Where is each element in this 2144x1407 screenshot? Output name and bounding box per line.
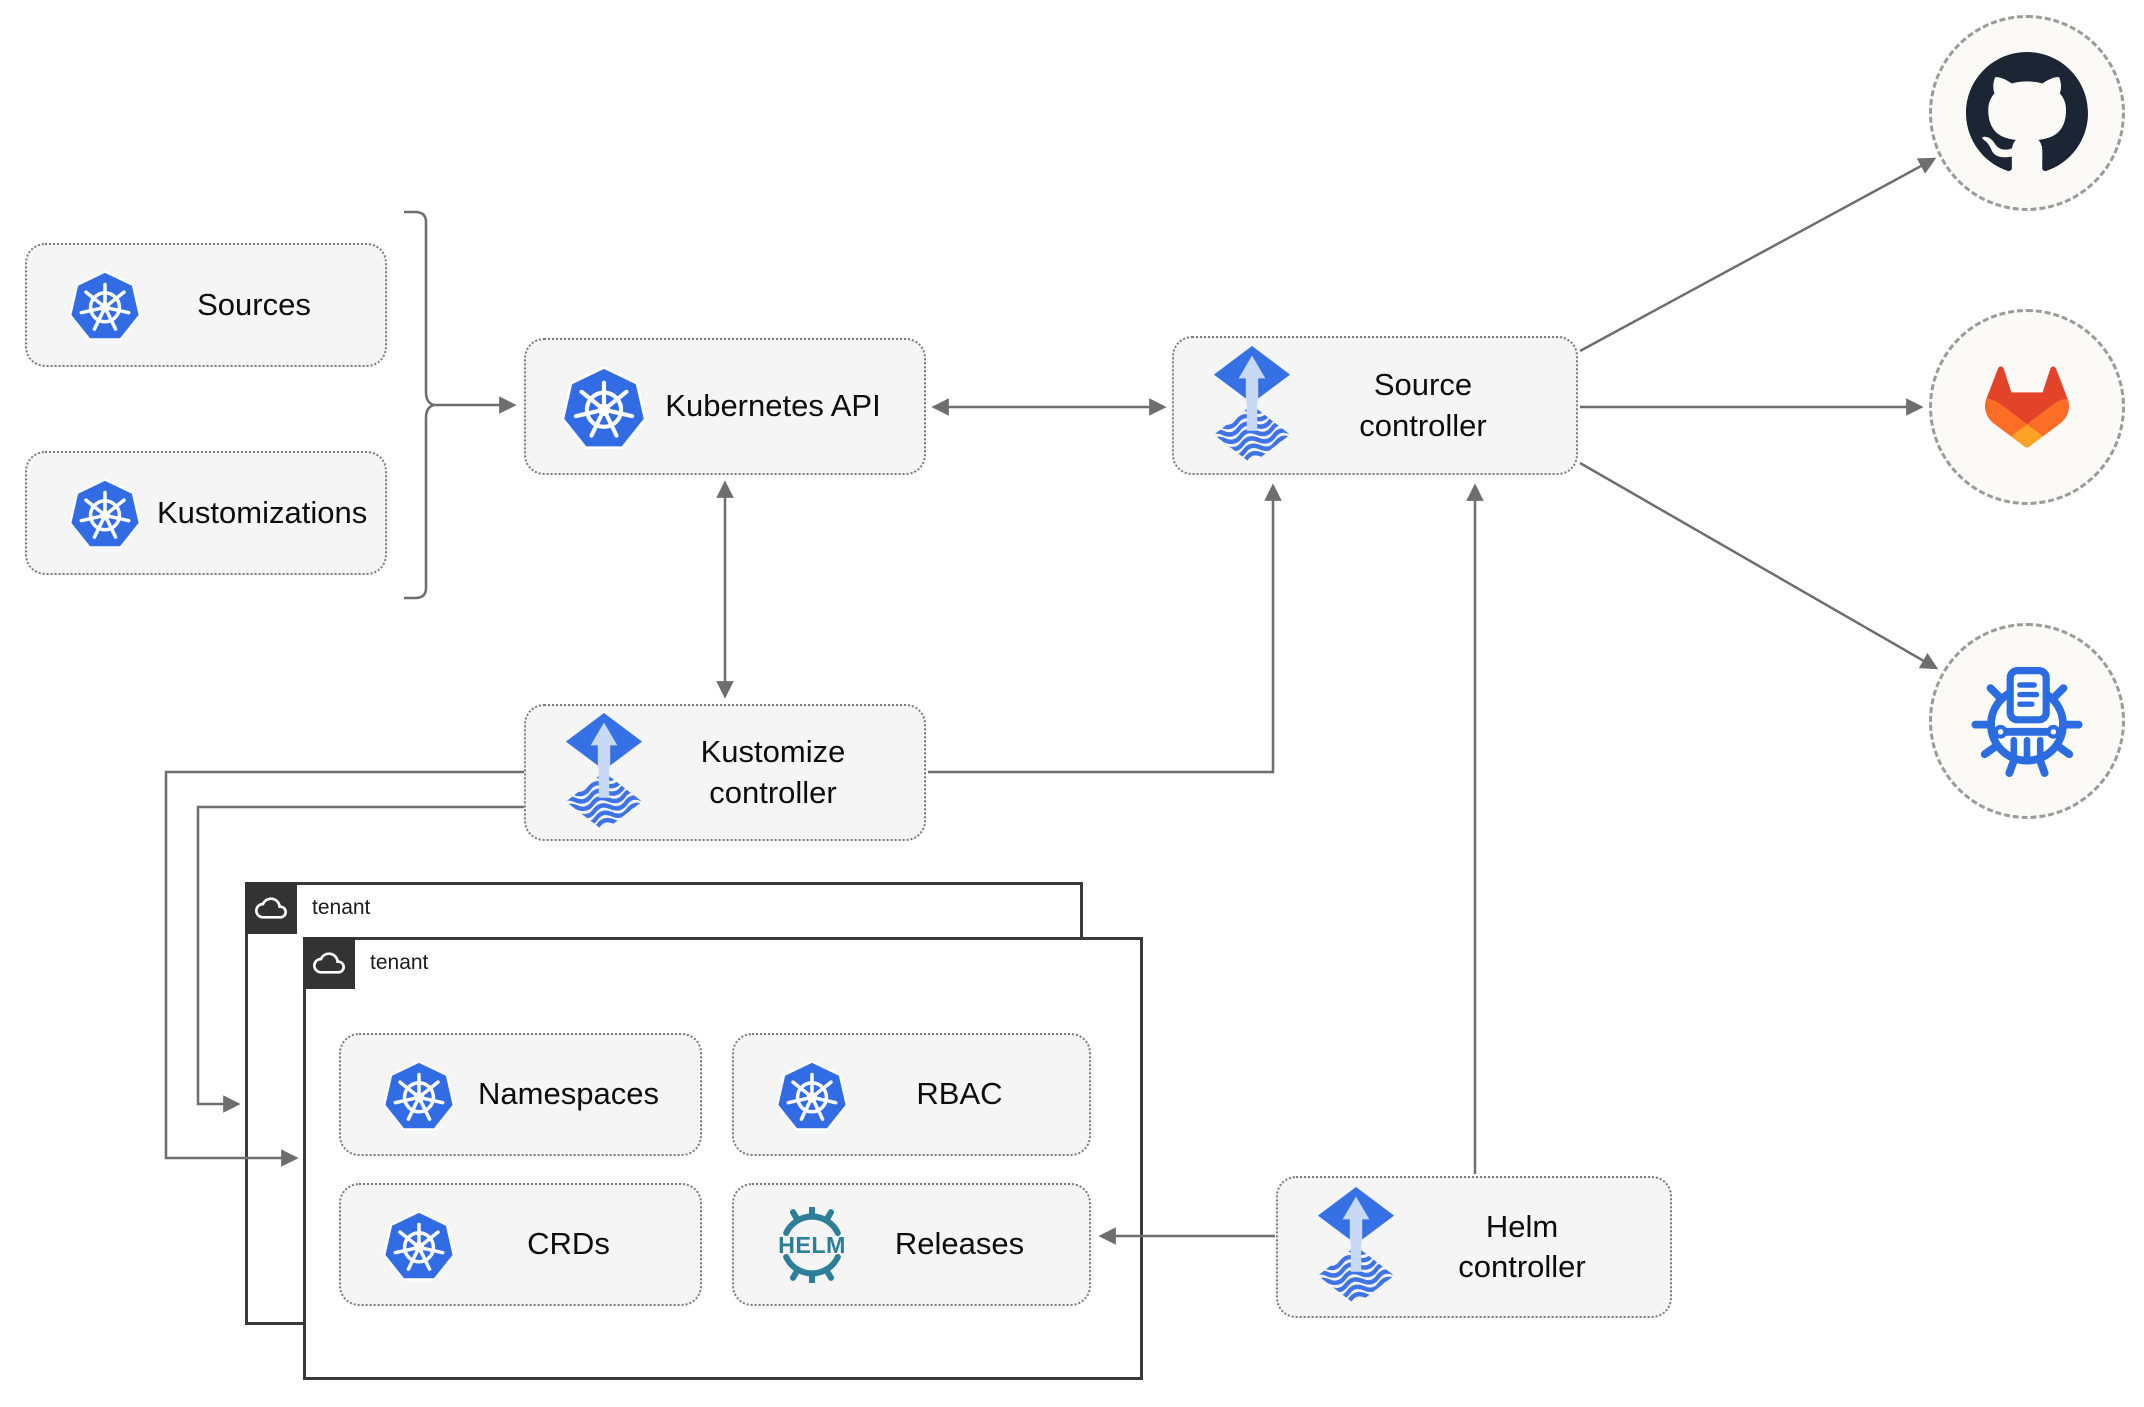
tenant-label: tenant — [312, 896, 371, 919]
node-namespaces: Namespaces — [339, 1033, 702, 1156]
node-kustomize-controller: Kustomize controller — [524, 704, 926, 841]
github-icon — [1966, 52, 2088, 174]
node-label: Source controller — [1359, 367, 1487, 443]
kubernetes-icon — [367, 1057, 471, 1133]
tenant-box-inner: tenant — [303, 937, 1143, 1380]
helm-repository-icon — [1961, 655, 2093, 787]
node-kustomizations: Kustomizations — [25, 451, 387, 575]
cloud-icon — [245, 882, 297, 934]
bracket-sources-group — [404, 210, 435, 600]
node-rbac: RBAC — [732, 1033, 1091, 1156]
node-label: Kubernetes API — [665, 388, 881, 424]
node-crds: CRDs — [339, 1183, 702, 1306]
node-helm-controller: Helm controller — [1276, 1176, 1672, 1318]
provider-helm-repository — [1929, 623, 2125, 819]
node-kubernetes-api: Kubernetes API — [524, 338, 926, 475]
kubernetes-icon — [367, 1207, 471, 1283]
provider-gitlab — [1929, 309, 2125, 505]
kubernetes-icon — [53, 267, 157, 343]
node-label: RBAC — [916, 1076, 1003, 1112]
node-source-controller: Source controller — [1172, 336, 1578, 475]
provider-github — [1929, 15, 2125, 211]
flux-icon — [1304, 1187, 1408, 1307]
node-label: Kustomize controller — [700, 734, 846, 810]
gitlab-icon — [1944, 324, 2110, 490]
flux-icon — [1200, 346, 1304, 466]
kubernetes-icon — [53, 475, 157, 551]
kubernetes-icon — [760, 1057, 864, 1133]
arrow-source-to-helm-repository — [1579, 461, 1939, 670]
tenant-label: tenant — [370, 951, 429, 974]
cloud-icon — [303, 937, 355, 989]
node-label: Kustomizations — [157, 494, 368, 530]
node-label: Sources — [197, 286, 311, 322]
node-label: Namespaces — [478, 1076, 659, 1112]
node-releases: Releases — [732, 1183, 1091, 1306]
node-label: CRDs — [527, 1226, 610, 1262]
helm-icon — [760, 1207, 864, 1283]
node-sources: Sources — [25, 243, 387, 367]
arrow-kustomize-to-source-controller — [928, 483, 1282, 774]
flux-icon — [552, 713, 656, 833]
arrow-source-to-github — [1579, 157, 1937, 353]
node-label: Releases — [894, 1226, 1025, 1262]
node-label: Helm controller — [1458, 1208, 1586, 1284]
kubernetes-icon — [552, 362, 656, 452]
